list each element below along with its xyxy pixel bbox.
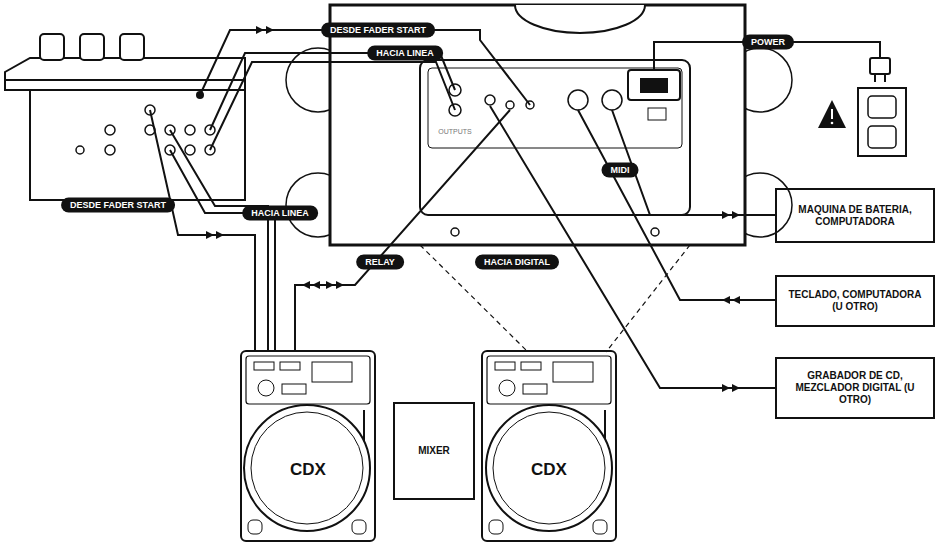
arrow-head	[732, 384, 740, 392]
wire-label: RELAY	[356, 255, 404, 270]
node-text: CDX	[483, 458, 615, 482]
arrow-head	[722, 296, 730, 304]
outlet-socket	[868, 126, 896, 148]
button	[248, 520, 262, 534]
button	[495, 362, 515, 370]
midi-wire	[612, 110, 775, 215]
arrow-head	[302, 281, 310, 289]
arrow-head	[312, 281, 320, 289]
fader-start-wire	[150, 110, 255, 350]
mixer-knob	[40, 34, 64, 60]
connector-plate	[428, 68, 682, 148]
button	[280, 362, 300, 370]
node-text: MAQUINA DE BATERIA, COMPUTADORA	[777, 202, 933, 230]
rca-jack	[105, 125, 115, 135]
device-box: TECLADO, COMPUTADORA (U OTRO)	[775, 275, 935, 327]
plug-prong	[874, 74, 876, 82]
screw	[76, 146, 84, 154]
line-wire	[170, 130, 268, 350]
button	[282, 384, 306, 394]
warning-triangle	[818, 100, 846, 128]
screw	[651, 228, 659, 236]
wire-label: DESDE FADER START	[61, 198, 175, 213]
button	[489, 520, 503, 534]
node-text: TECLADO, COMPUTADORA (U OTRO)	[777, 287, 933, 315]
line-wire	[210, 62, 455, 150]
node-text: MIXER	[412, 443, 456, 459]
mixer-edge	[5, 80, 245, 90]
wire-label: DESDE FADER START	[321, 23, 435, 38]
button	[352, 520, 366, 534]
view-guide	[606, 245, 690, 352]
relay-jack	[506, 101, 514, 109]
connector-bay	[420, 60, 690, 215]
jog-knob	[499, 380, 515, 396]
display	[553, 362, 593, 382]
jog-knob	[258, 380, 274, 396]
control-panel	[487, 356, 611, 404]
line-wire	[170, 150, 275, 350]
control-panel	[246, 356, 370, 404]
mixer-knob	[120, 34, 144, 60]
wall-outlet	[858, 88, 906, 156]
cd-player: CDX	[240, 350, 376, 542]
outlet-socket	[868, 96, 896, 118]
arrow-head	[722, 211, 730, 219]
relay-wire	[295, 110, 510, 350]
display	[312, 362, 352, 382]
arrow-head	[266, 26, 274, 34]
power-socket	[628, 70, 680, 100]
arrow-head	[732, 211, 740, 219]
arrow-head	[732, 296, 740, 304]
rca-jack	[185, 145, 195, 155]
panel-curve	[515, 5, 645, 33]
cd-player: CDX	[481, 350, 617, 542]
device-box: MAQUINA DE BATERIA, COMPUTADORA	[775, 188, 935, 243]
rca-jack	[485, 95, 495, 105]
line-wire	[210, 53, 455, 130]
wire-label: POWER	[742, 35, 794, 50]
arrow-head	[256, 26, 264, 34]
panel-marking: OUTPUTS	[438, 128, 471, 136]
wire-label: HACIA DIGITAL	[475, 255, 559, 270]
power-plug	[870, 58, 890, 74]
screw	[451, 228, 459, 236]
node-text: CDX	[242, 458, 374, 482]
warning-dot	[831, 122, 834, 125]
voltage-switch	[648, 108, 666, 120]
digital-wire	[490, 106, 775, 388]
midi-wire	[578, 110, 775, 300]
rca-jack	[105, 145, 115, 155]
arrow-head	[216, 231, 224, 239]
midi-din	[568, 90, 588, 110]
button	[254, 362, 274, 370]
warning-mark	[831, 109, 833, 119]
arrow-head	[326, 281, 334, 289]
mixer-knob	[80, 34, 104, 60]
wire-label: HACIA LINEA	[242, 206, 318, 221]
arrow-head	[336, 281, 344, 289]
wire-label: HACIA LINEA	[367, 46, 443, 61]
rca-jack	[185, 125, 195, 135]
mixer-box: MIXER	[393, 402, 475, 500]
arrow-head	[722, 384, 730, 392]
device-box: GRABADOR DE CD, MEZCLADOR DIGITAL (U OTR…	[775, 357, 935, 419]
button	[523, 384, 547, 394]
midi-din	[602, 90, 622, 110]
node-text: GRABADOR DE CD, MEZCLADOR DIGITAL (U OTR…	[777, 368, 933, 408]
plug-prong	[884, 74, 886, 82]
button	[521, 362, 541, 370]
button	[593, 520, 607, 534]
wire-label: MIDI	[602, 163, 639, 178]
arrow-head	[206, 231, 214, 239]
power-socket-inner	[640, 78, 668, 93]
